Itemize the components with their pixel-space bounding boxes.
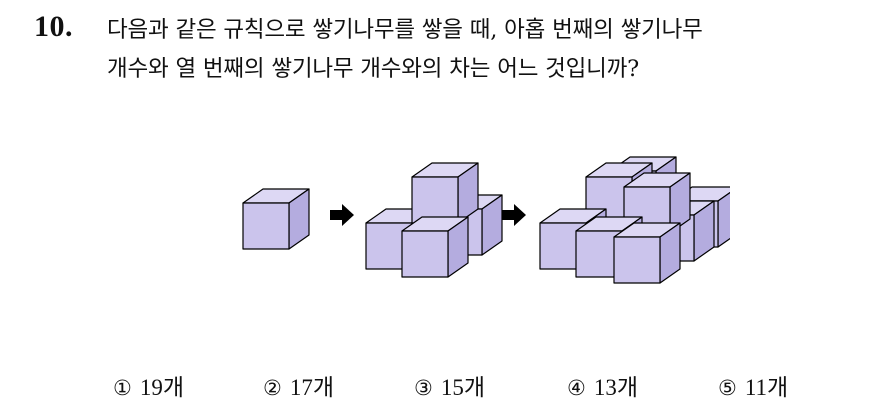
stage-1-stack <box>242 188 310 250</box>
choice-4[interactable]: ④ 13개 <box>567 368 638 402</box>
choice-4-value: 13개 <box>593 375 638 400</box>
choice-5-value: 11개 <box>744 375 789 400</box>
question-text-line-2: 개수와 열 번째의 쌓기나무 개수와의 차는 어느 것입니까? <box>107 56 640 82</box>
choice-5[interactable]: ⑤ 11개 <box>718 368 788 402</box>
choice-2-mark: ② <box>263 376 282 400</box>
cube <box>242 188 310 250</box>
choice-3[interactable]: ③ 15개 <box>414 368 485 402</box>
choice-1-mark: ① <box>113 376 132 400</box>
choice-1[interactable]: ① 19개 <box>113 368 184 402</box>
choice-5-mark: ⑤ <box>718 376 737 400</box>
cube-stack-figure <box>242 156 730 284</box>
choice-1-value: 19개 <box>139 375 184 400</box>
question-text-line-1: 다음과 같은 규칙으로 쌓기나무를 쌓을 때, 아홉 번째의 쌓기나무 <box>107 17 703 43</box>
cube <box>401 216 469 278</box>
choice-2-value: 17개 <box>289 375 334 400</box>
answer-choices: ① 19개 ② 17개 ③ 15개 ④ 13개 ⑤ 11개 <box>0 368 884 400</box>
choice-4-mark: ④ <box>567 376 586 400</box>
choice-3-value: 15개 <box>440 375 485 400</box>
right-arrow-icon <box>502 204 526 226</box>
choice-2[interactable]: ② 17개 <box>263 368 334 402</box>
right-arrow-icon <box>330 204 354 226</box>
stage-3-stack <box>539 156 730 284</box>
cube <box>613 222 681 284</box>
cube <box>411 162 479 224</box>
choice-3-mark: ③ <box>414 376 433 400</box>
question-number: 10. <box>34 10 73 43</box>
stage-2-stack <box>365 162 503 278</box>
